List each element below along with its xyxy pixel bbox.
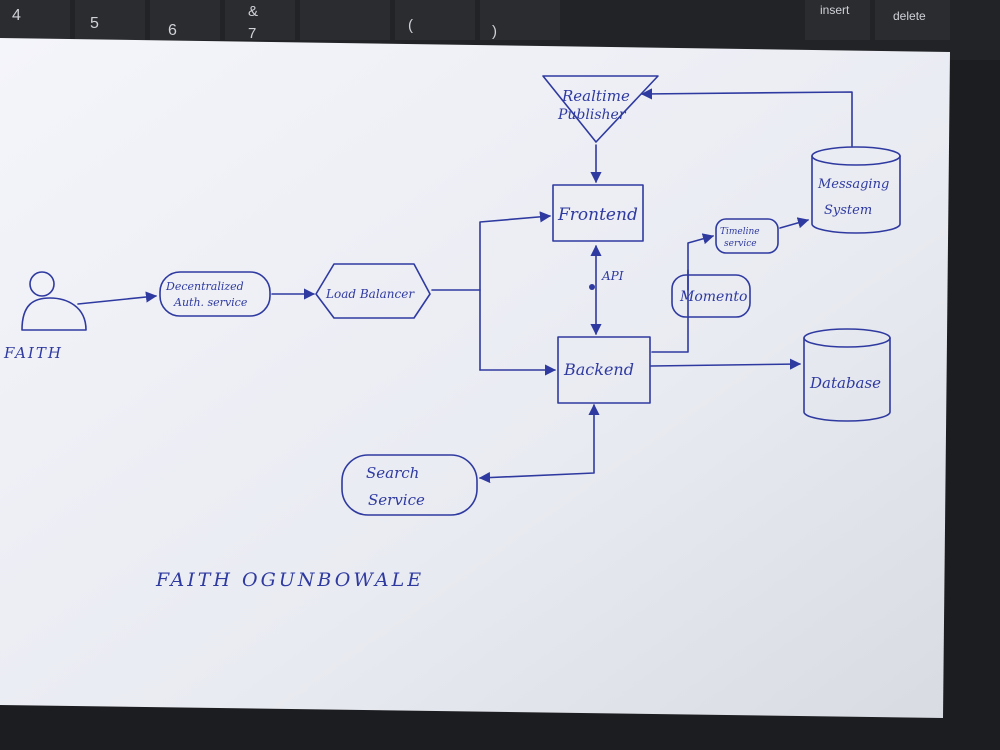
timeline-label-line2: service: [724, 239, 757, 249]
timeline-label-line1: Timeline: [720, 227, 760, 237]
momento-node: [671, 274, 751, 318]
backend-label: Backend: [563, 360, 634, 379]
search-label-line1: Search: [366, 464, 419, 482]
key-insert: [805, 0, 870, 40]
database-cylinder-top: [803, 328, 891, 348]
key-4: [0, 0, 70, 40]
database-label: Database: [809, 374, 881, 392]
key-label-lparen: (: [408, 17, 413, 34]
load-balancer-node: [315, 263, 431, 319]
key-8: [300, 0, 390, 40]
decentralized-auth-node: [159, 271, 271, 317]
messaging-label-line1: Messaging: [817, 177, 889, 192]
key-label-7: 7: [248, 25, 256, 42]
user-body-icon: [21, 297, 87, 331]
key-label-amp: &: [248, 3, 258, 20]
diagram-labels: FAITH Decentralized Auth. service Load B…: [3, 87, 889, 591]
realtime-publisher-node: [542, 75, 659, 143]
messaging-label-line2: System: [824, 203, 872, 218]
key-label-rparen: ): [492, 23, 497, 40]
edge-lb-frontend: [479, 211, 552, 371]
database-cylinder-body: [803, 337, 891, 422]
edge-timeline-messaging: [779, 217, 810, 229]
key-9: [395, 0, 475, 40]
load-balancer-label: Load Balancer: [325, 287, 415, 301]
messaging-cylinder-body: [811, 155, 901, 234]
frontend-node: [552, 184, 644, 242]
api-dot: [589, 284, 595, 290]
publisher-label-line2: Publisher: [557, 107, 627, 123]
messaging-cylinder-top: [811, 146, 901, 166]
publisher-label-line1: Realtime: [561, 87, 630, 105]
key-5: [75, 0, 145, 40]
edge-backend-search: [478, 403, 600, 484]
user-label: FAITH: [3, 344, 63, 362]
edge-user-auth: [77, 291, 158, 305]
edge-backend-database: [650, 358, 802, 370]
search-service-node: [341, 454, 478, 516]
key-7: [225, 0, 295, 40]
momento-label: Momento: [679, 289, 747, 305]
user-head-icon: [29, 271, 55, 297]
author-signature: FAITH OGUNBOWALE: [155, 569, 424, 591]
key-0: [480, 0, 560, 40]
api-label: API: [601, 269, 624, 283]
auth-label-line1: Decentralized: [165, 280, 244, 293]
edge-backend-timeline: [651, 233, 715, 353]
key-6: [150, 0, 220, 40]
backend-node: [557, 336, 651, 404]
timeline-service-node: [715, 218, 779, 254]
auth-label-line2: Auth. service: [173, 296, 248, 309]
key-label-5: 5: [90, 15, 99, 32]
key-label-delete: delete: [893, 9, 926, 23]
key-label-6: 6: [168, 22, 177, 39]
paper-sheet: [0, 38, 950, 718]
frontend-label: Frontend: [557, 205, 638, 225]
search-label-line2: Service: [368, 491, 425, 509]
diagram-ink: [21, 75, 901, 516]
key-label-4: 4: [12, 7, 21, 24]
edge-messaging-publisher: [640, 88, 853, 147]
key-label-insert: insert: [820, 3, 850, 17]
key-delete: [875, 0, 950, 40]
